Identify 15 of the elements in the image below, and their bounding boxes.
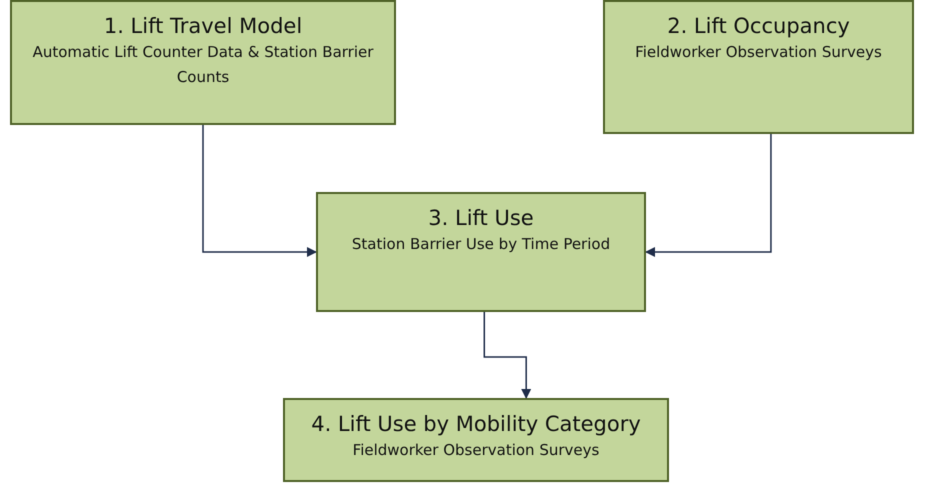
arrow	[645, 134, 772, 257]
process-box	[10, 0, 396, 125]
process-box	[283, 398, 669, 482]
box-description: Automatic Lift Counter Data & Station Barrier Counts	[32, 42, 374, 88]
box-heading: 3. Lift Use	[428, 205, 534, 232]
arrow	[484, 312, 532, 399]
box-description: Fieldworker Observation Surveys	[352, 440, 600, 461]
box-heading: 4. Lift Use by Mobility Category	[311, 411, 641, 438]
box-heading: 2. Lift Occupancy	[667, 13, 850, 40]
box-description: Station Barrier Use by Time Period	[352, 234, 610, 255]
box-description: Fieldworker Observation Surveys	[635, 42, 882, 63]
arrow	[202, 125, 317, 257]
box-heading: 1. Lift Travel Model	[104, 13, 302, 40]
process-box	[603, 0, 914, 134]
process-box	[316, 192, 646, 312]
